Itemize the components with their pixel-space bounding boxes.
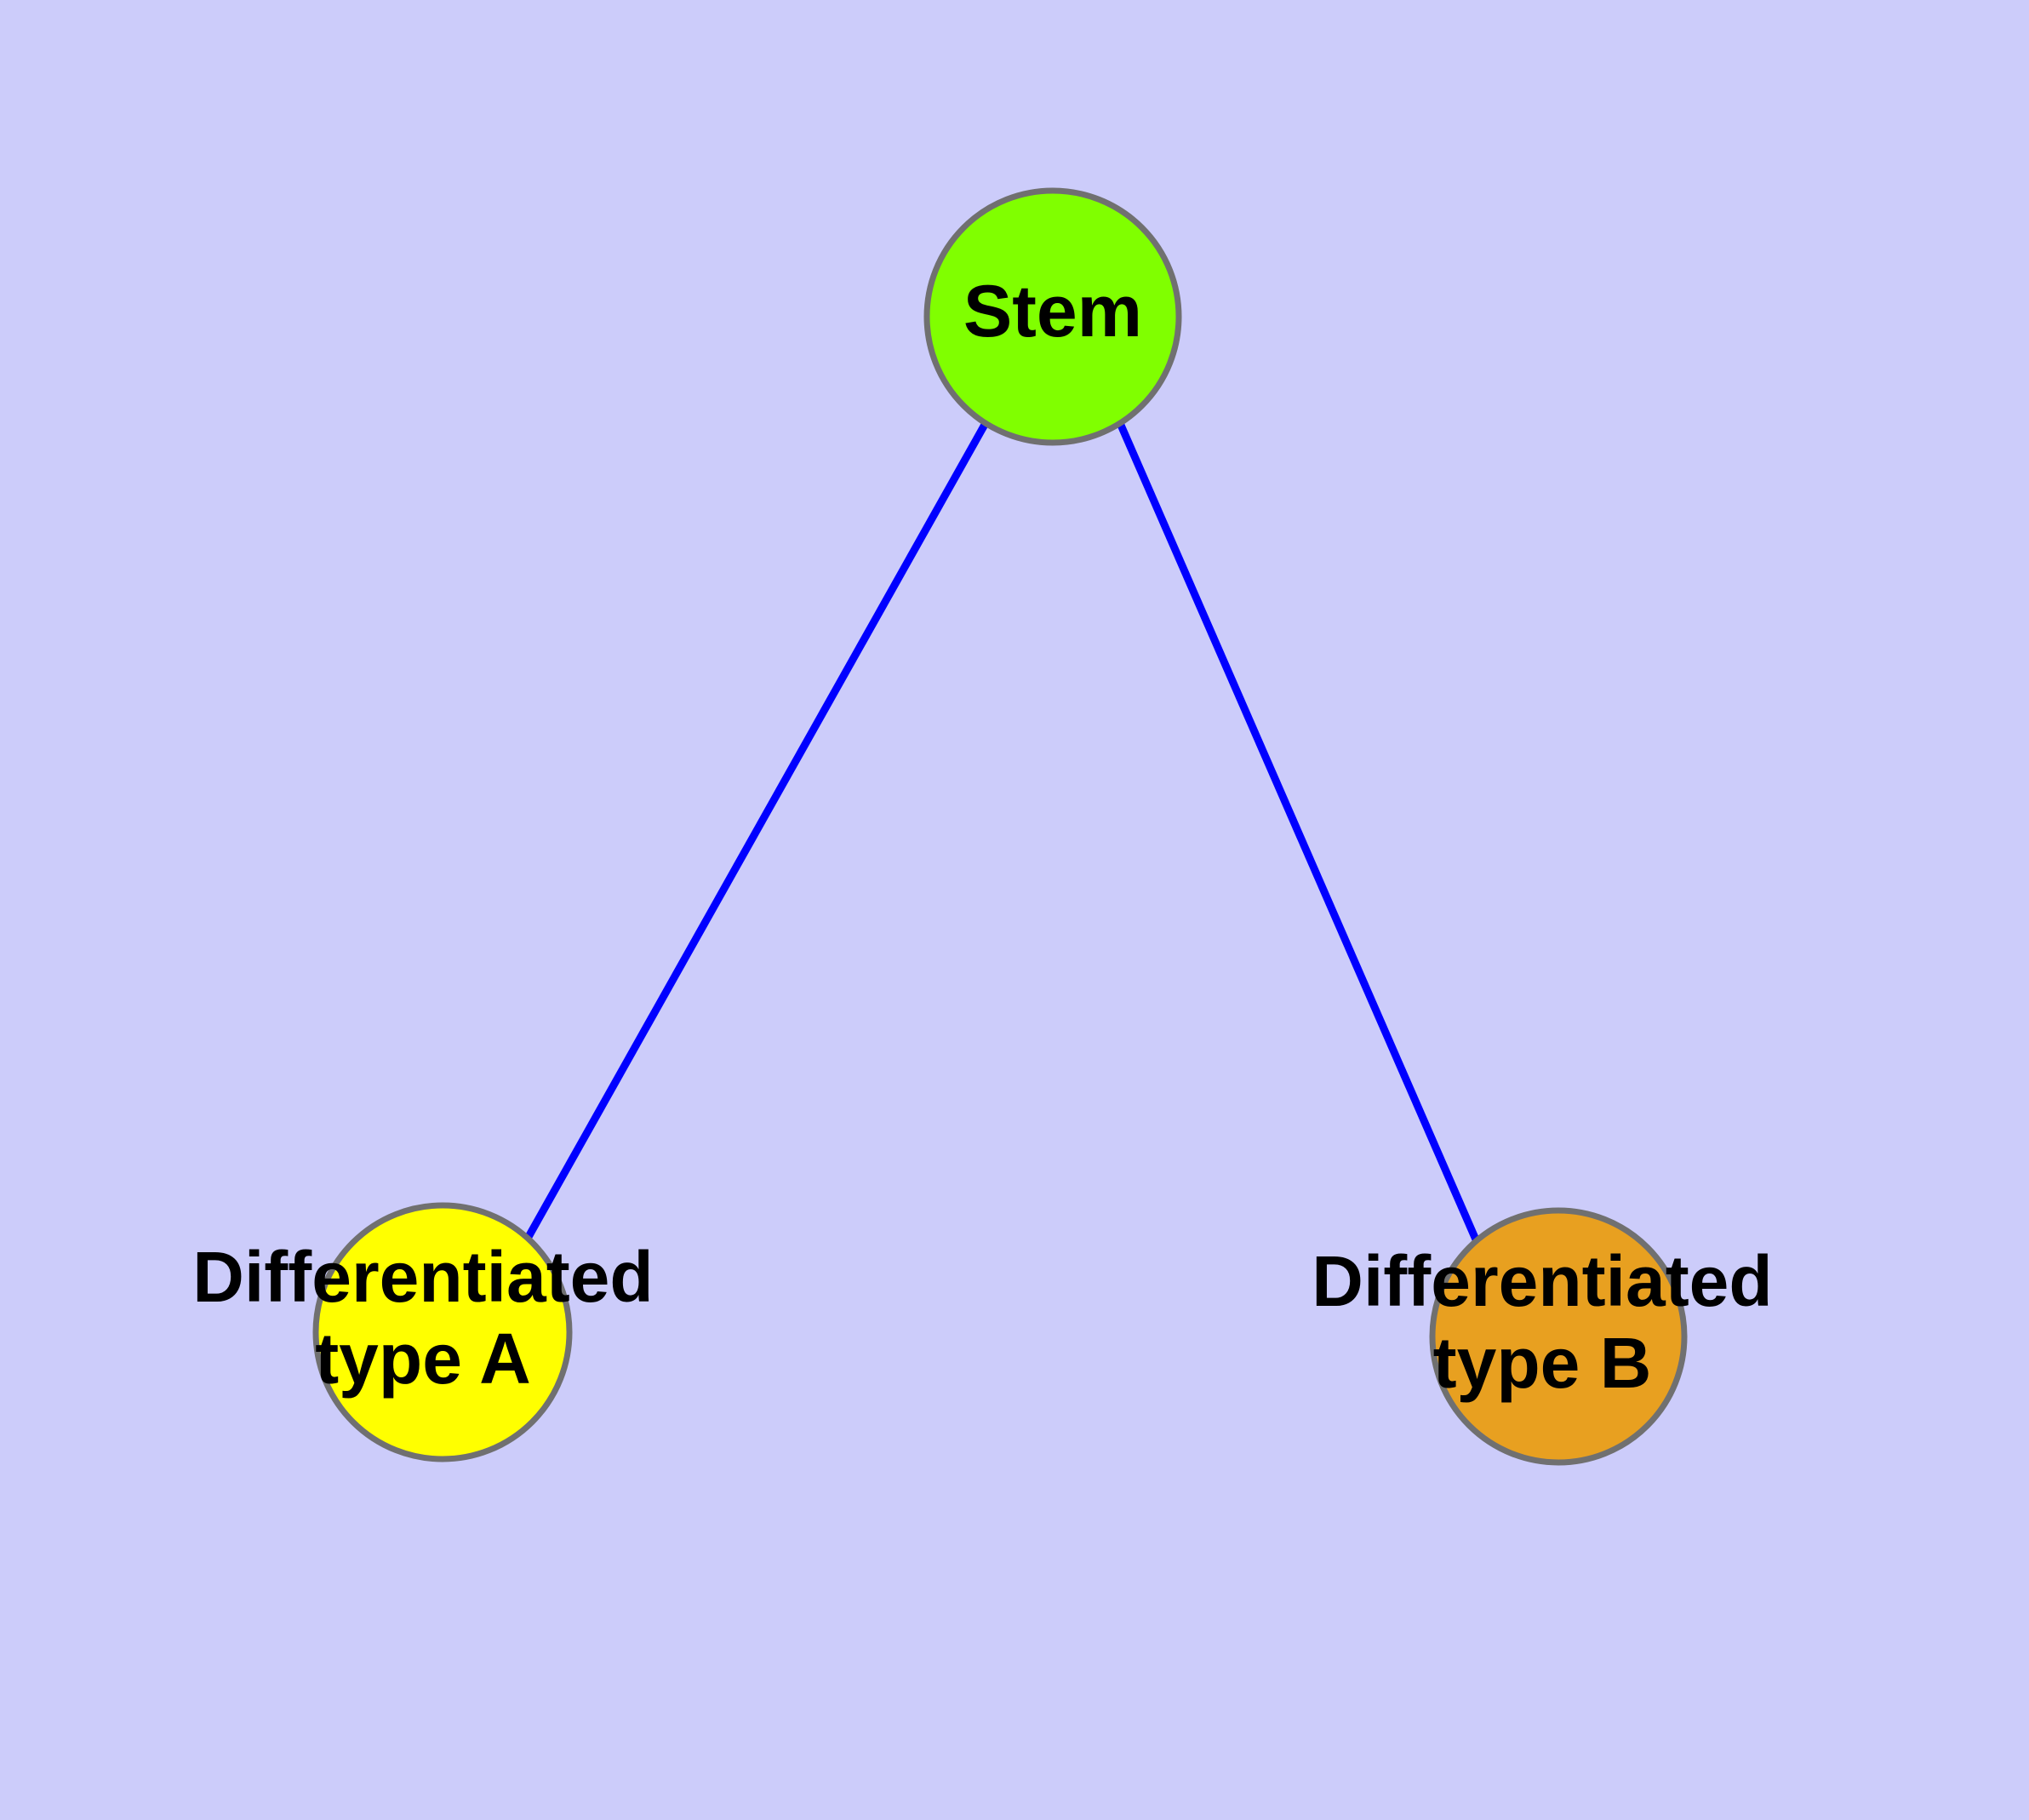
node-label-line: Differentiated — [192, 1237, 653, 1317]
node-label-line: Differentiated — [1312, 1241, 1772, 1321]
nodes-layer — [312, 187, 1688, 1466]
node-diff-b[interactable] — [1429, 1207, 1688, 1466]
node-diff-a[interactable] — [312, 1202, 573, 1462]
node-label-line: type B — [1433, 1323, 1652, 1403]
edge-stem-to-diff-b[interactable] — [1116, 421, 1483, 1247]
edge-stem-to-diff-a[interactable] — [522, 421, 989, 1245]
node-label-line: Stem — [963, 271, 1142, 352]
node-label-stem: Stem — [963, 271, 1142, 352]
edges-layer — [522, 421, 1483, 1247]
node-label-line: type A — [315, 1319, 531, 1399]
node-stem[interactable] — [923, 187, 1182, 446]
